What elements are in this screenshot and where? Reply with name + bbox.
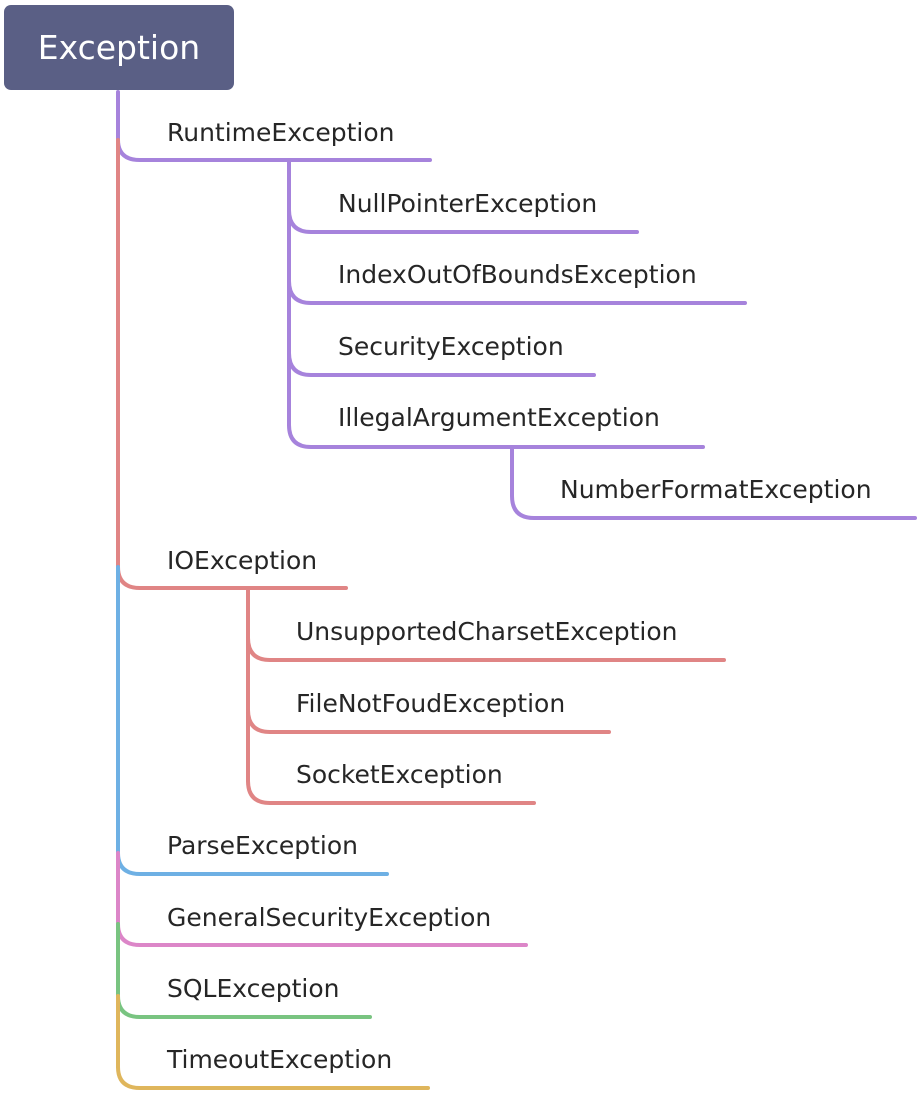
- node-unsupported-charset-exception: UnsupportedCharsetException: [296, 617, 678, 646]
- connector-null-pointer: [287, 208, 639, 234]
- node-null-pointer-exception: NullPointerException: [338, 189, 598, 218]
- node-timeout-exception: TimeoutException: [167, 1045, 393, 1074]
- node-index-out-of-bounds-exception: IndexOutOfBoundsException: [338, 260, 697, 289]
- connector-security: [287, 351, 596, 377]
- node-illegal-argument-exception: IllegalArgumentException: [338, 403, 660, 432]
- node-runtime-exception: RuntimeException: [167, 118, 395, 147]
- connector-timeout: [116, 1065, 430, 1090]
- connector-socket: [246, 779, 536, 805]
- node-sql-exception: SQLException: [167, 974, 340, 1003]
- connector-illegal-argument: [287, 423, 705, 449]
- node-socket-exception: SocketException: [296, 760, 503, 789]
- root-node-exception: Exception: [4, 5, 234, 90]
- node-general-security-exception: GeneralSecurityException: [167, 903, 492, 932]
- node-parse-exception: ParseException: [167, 831, 358, 860]
- connector-unsupported-charset: [246, 636, 726, 662]
- node-number-format-exception: NumberFormatException: [560, 475, 872, 504]
- node-security-exception: SecurityException: [338, 332, 564, 361]
- connector-index-out-of-bounds: [287, 279, 747, 305]
- node-io-exception: IOException: [167, 546, 318, 575]
- connector-number-format: [510, 445, 917, 520]
- connector-file-not-found: [246, 708, 611, 734]
- node-file-not-found-exception: FileNotFoudException: [296, 689, 566, 718]
